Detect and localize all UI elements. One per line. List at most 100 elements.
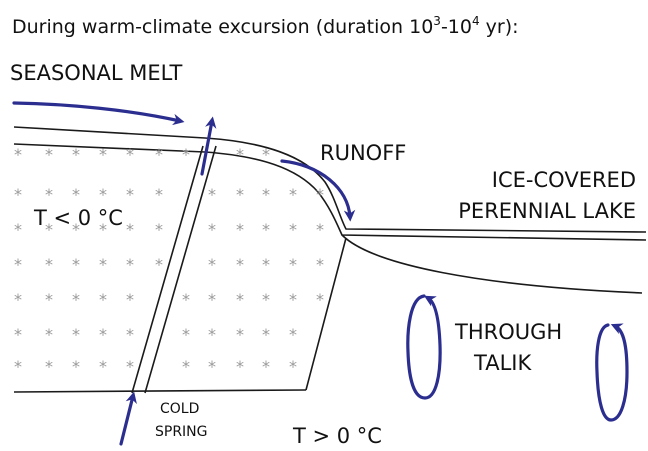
frozen-marker: * bbox=[236, 220, 244, 239]
frozen-marker: * bbox=[182, 357, 190, 376]
frozen-marker: * bbox=[289, 220, 297, 239]
frozen-marker: * bbox=[289, 255, 297, 274]
frozen-marker: * bbox=[208, 255, 216, 274]
frozen-marker: * bbox=[14, 145, 22, 164]
runoff-label: RUNOFF bbox=[320, 141, 406, 165]
frozen-marker: * bbox=[262, 325, 270, 344]
frozen-marker: * bbox=[126, 220, 134, 239]
frozen-marker: * bbox=[208, 220, 216, 239]
through-talik-label-line1: THROUGH bbox=[454, 320, 562, 344]
title-middle: -10 bbox=[441, 16, 472, 38]
frozen-marker: * bbox=[236, 325, 244, 344]
frozen-marker: * bbox=[236, 290, 244, 309]
diagram-title: During warm-climate excursion (duration … bbox=[12, 14, 519, 38]
seasonal-melt-arrow bbox=[12, 101, 185, 126]
frozen-marker: * bbox=[316, 290, 324, 309]
frozen-marker: * bbox=[316, 220, 324, 239]
warm-temperature-label: T > 0 °C bbox=[292, 424, 382, 448]
permafrost-lake-boundary bbox=[305, 237, 347, 391]
frozen-marker: * bbox=[262, 220, 270, 239]
frozen-marker: * bbox=[45, 185, 53, 204]
frozen-marker: * bbox=[99, 185, 107, 204]
cold-spring-inflow-arrow bbox=[119, 391, 137, 446]
title-exponent-1: 3 bbox=[433, 14, 441, 28]
frozen-ground-markers: * * * * * * * * * * * * * * * * * * * * * * * * * * * * * * * * * * * * * * * *… bbox=[14, 145, 324, 376]
seasonal-melt-label: SEASONAL MELT bbox=[10, 61, 182, 85]
frozen-marker: * bbox=[72, 255, 80, 274]
ground-surface-lower bbox=[13, 143, 647, 241]
frozen-marker: * bbox=[236, 357, 244, 376]
frozen-marker: * bbox=[72, 325, 80, 344]
frozen-marker: * bbox=[126, 255, 134, 274]
frozen-marker: * bbox=[208, 325, 216, 344]
frozen-marker: * bbox=[45, 290, 53, 309]
frozen-marker: * bbox=[262, 290, 270, 309]
frozen-marker: * bbox=[236, 255, 244, 274]
cold-spring-label-line1: COLD bbox=[160, 401, 199, 417]
lake-label-line1: ICE-COVERED bbox=[492, 168, 636, 192]
frozen-marker: * bbox=[289, 357, 297, 376]
frozen-marker: * bbox=[72, 185, 80, 204]
frozen-marker: * bbox=[72, 220, 80, 239]
frozen-marker: * bbox=[45, 220, 53, 239]
runoff-arrow bbox=[280, 159, 356, 222]
frozen-marker: * bbox=[316, 185, 324, 204]
frozen-marker: * bbox=[262, 357, 270, 376]
frozen-marker: * bbox=[236, 145, 244, 164]
frozen-marker: * bbox=[182, 145, 190, 164]
talik-circulation-arrow-right bbox=[595, 323, 629, 422]
frozen-marker: * bbox=[45, 255, 53, 274]
lake-bottom-line bbox=[341, 234, 643, 294]
frozen-marker: * bbox=[14, 290, 22, 309]
frozen-marker: * bbox=[182, 325, 190, 344]
spring-conduit-left-wall bbox=[131, 145, 204, 394]
frozen-marker: * bbox=[99, 220, 107, 239]
title-exponent-2: 4 bbox=[472, 14, 480, 28]
frozen-marker: * bbox=[126, 325, 134, 344]
cold-spring-label-line2: SPRING bbox=[155, 424, 208, 440]
frozen-marker: * bbox=[208, 290, 216, 309]
frozen-marker: * bbox=[316, 255, 324, 274]
frozen-marker: * bbox=[99, 290, 107, 309]
frozen-marker: * bbox=[99, 255, 107, 274]
spring-conduit-right-wall bbox=[144, 145, 217, 394]
frozen-marker: * bbox=[72, 357, 80, 376]
lake-label-line2: PERENNIAL LAKE bbox=[458, 199, 636, 223]
frozen-marker: * bbox=[14, 185, 22, 204]
frozen-marker: * bbox=[14, 255, 22, 274]
frozen-marker: * bbox=[99, 325, 107, 344]
frozen-marker: * bbox=[72, 290, 80, 309]
frozen-marker: * bbox=[126, 357, 134, 376]
talik-circulation-arrow-left bbox=[406, 294, 442, 400]
frozen-marker: * bbox=[72, 145, 80, 164]
frozen-marker: * bbox=[45, 357, 53, 376]
frozen-marker: * bbox=[126, 290, 134, 309]
frozen-marker: * bbox=[45, 145, 53, 164]
title-suffix: yr): bbox=[480, 16, 519, 38]
spring-upper-arrow bbox=[200, 116, 217, 176]
ground-surface-upper bbox=[13, 126, 647, 233]
frozen-marker: * bbox=[14, 220, 22, 239]
frozen-marker: * bbox=[99, 145, 107, 164]
title-prefix: During warm-climate excursion (duration … bbox=[12, 16, 433, 38]
cold-temperature-label: T < 0 °C bbox=[33, 206, 123, 230]
frozen-marker: * bbox=[289, 290, 297, 309]
frozen-marker: * bbox=[289, 185, 297, 204]
frozen-marker: * bbox=[236, 185, 244, 204]
frozen-marker: * bbox=[126, 145, 134, 164]
frozen-marker: * bbox=[262, 255, 270, 274]
frozen-marker: * bbox=[262, 185, 270, 204]
frozen-marker: * bbox=[14, 357, 22, 376]
frozen-marker: * bbox=[99, 357, 107, 376]
frozen-marker: * bbox=[208, 185, 216, 204]
frozen-marker: * bbox=[14, 325, 22, 344]
frozen-marker: * bbox=[262, 145, 270, 164]
frozen-marker: * bbox=[126, 185, 134, 204]
frozen-marker: * bbox=[289, 325, 297, 344]
frozen-marker: * bbox=[182, 290, 190, 309]
frozen-marker: * bbox=[155, 220, 163, 239]
frozen-marker: * bbox=[45, 325, 53, 344]
through-talik-label-line2: TALIK bbox=[473, 351, 532, 375]
frozen-marker: * bbox=[155, 145, 163, 164]
